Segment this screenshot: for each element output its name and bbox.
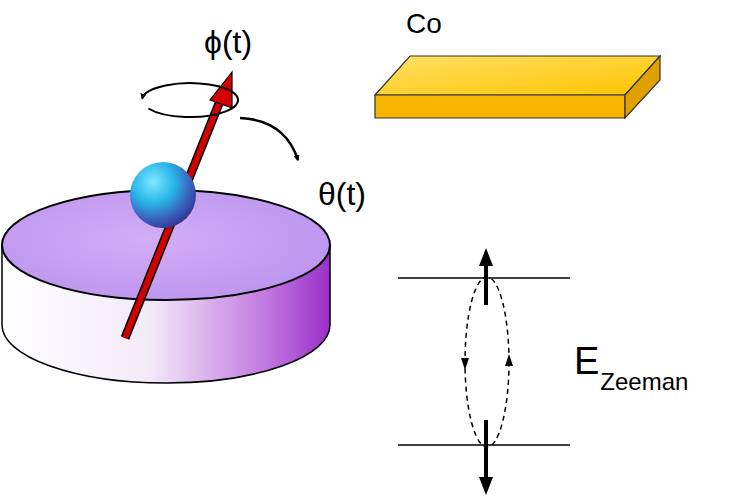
tilt-arrow: [240, 118, 298, 160]
material-label: Co: [406, 10, 442, 38]
spin-sphere: [130, 162, 196, 228]
angle-label: θ(t): [318, 178, 366, 210]
energy-subscript: Zeeman: [600, 370, 688, 394]
precession-arrow: [142, 83, 238, 117]
spin-arrow: [125, 72, 232, 338]
angle-label: ϕ(t): [204, 26, 252, 58]
energy-levels: [398, 248, 570, 495]
metal-block: Co: [370, 8, 664, 122]
energy-label: E: [574, 342, 599, 380]
